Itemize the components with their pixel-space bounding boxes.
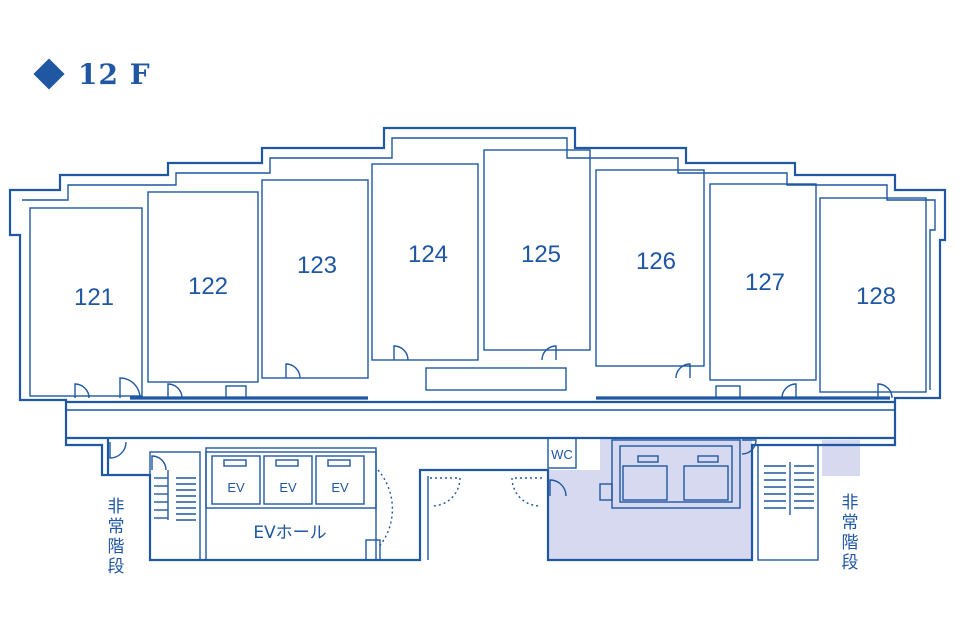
elevator-3-label: EV bbox=[331, 480, 349, 495]
room-doors bbox=[74, 345, 893, 399]
room-128-label: 128 bbox=[856, 283, 896, 310]
elevator-1-label: EV bbox=[227, 480, 245, 495]
building-outline-inner bbox=[22, 137, 936, 390]
room-122-label: 122 bbox=[188, 273, 228, 300]
right-core bbox=[547, 437, 757, 509]
room-partitions bbox=[29, 149, 927, 400]
emergency-stairs-left-char-3: 階 bbox=[108, 537, 125, 557]
ev-hall-label: EVホール bbox=[253, 523, 326, 543]
left-stair-treads bbox=[154, 477, 196, 521]
room-123-label: 123 bbox=[297, 252, 337, 279]
building-outline bbox=[8, 126, 947, 562]
room-121-label: 121 bbox=[74, 284, 114, 311]
floor-heading: 12 F bbox=[32, 52, 151, 96]
tank-left bbox=[623, 466, 667, 500]
elevator-2-label: EV bbox=[279, 480, 297, 495]
elevator-hall-walls bbox=[205, 447, 542, 561]
right-stair bbox=[757, 444, 819, 561]
emergency-stairs-left-char-4: 段 bbox=[108, 557, 125, 577]
emergency-stairs-left-char-2: 常 bbox=[108, 517, 125, 537]
room-127-label: 127 bbox=[745, 269, 785, 296]
emergency-stairs-right-char-1: 非 bbox=[842, 493, 859, 513]
floor-title: 12 F bbox=[78, 57, 151, 91]
tank-right bbox=[684, 466, 728, 500]
wc-label: WC bbox=[551, 447, 573, 462]
emergency-stairs-left-char-1: 非 bbox=[108, 497, 125, 517]
left-core bbox=[106, 438, 201, 561]
room-124-label: 124 bbox=[408, 241, 448, 268]
emergency-stairs-right-char-3: 階 bbox=[842, 533, 859, 553]
emergency-stairs-right-char-2: 常 bbox=[842, 513, 859, 533]
room-126-label: 126 bbox=[636, 248, 676, 275]
emergency-stairs-right-char-4: 段 bbox=[842, 553, 859, 573]
room-125-label: 125 bbox=[521, 241, 561, 268]
